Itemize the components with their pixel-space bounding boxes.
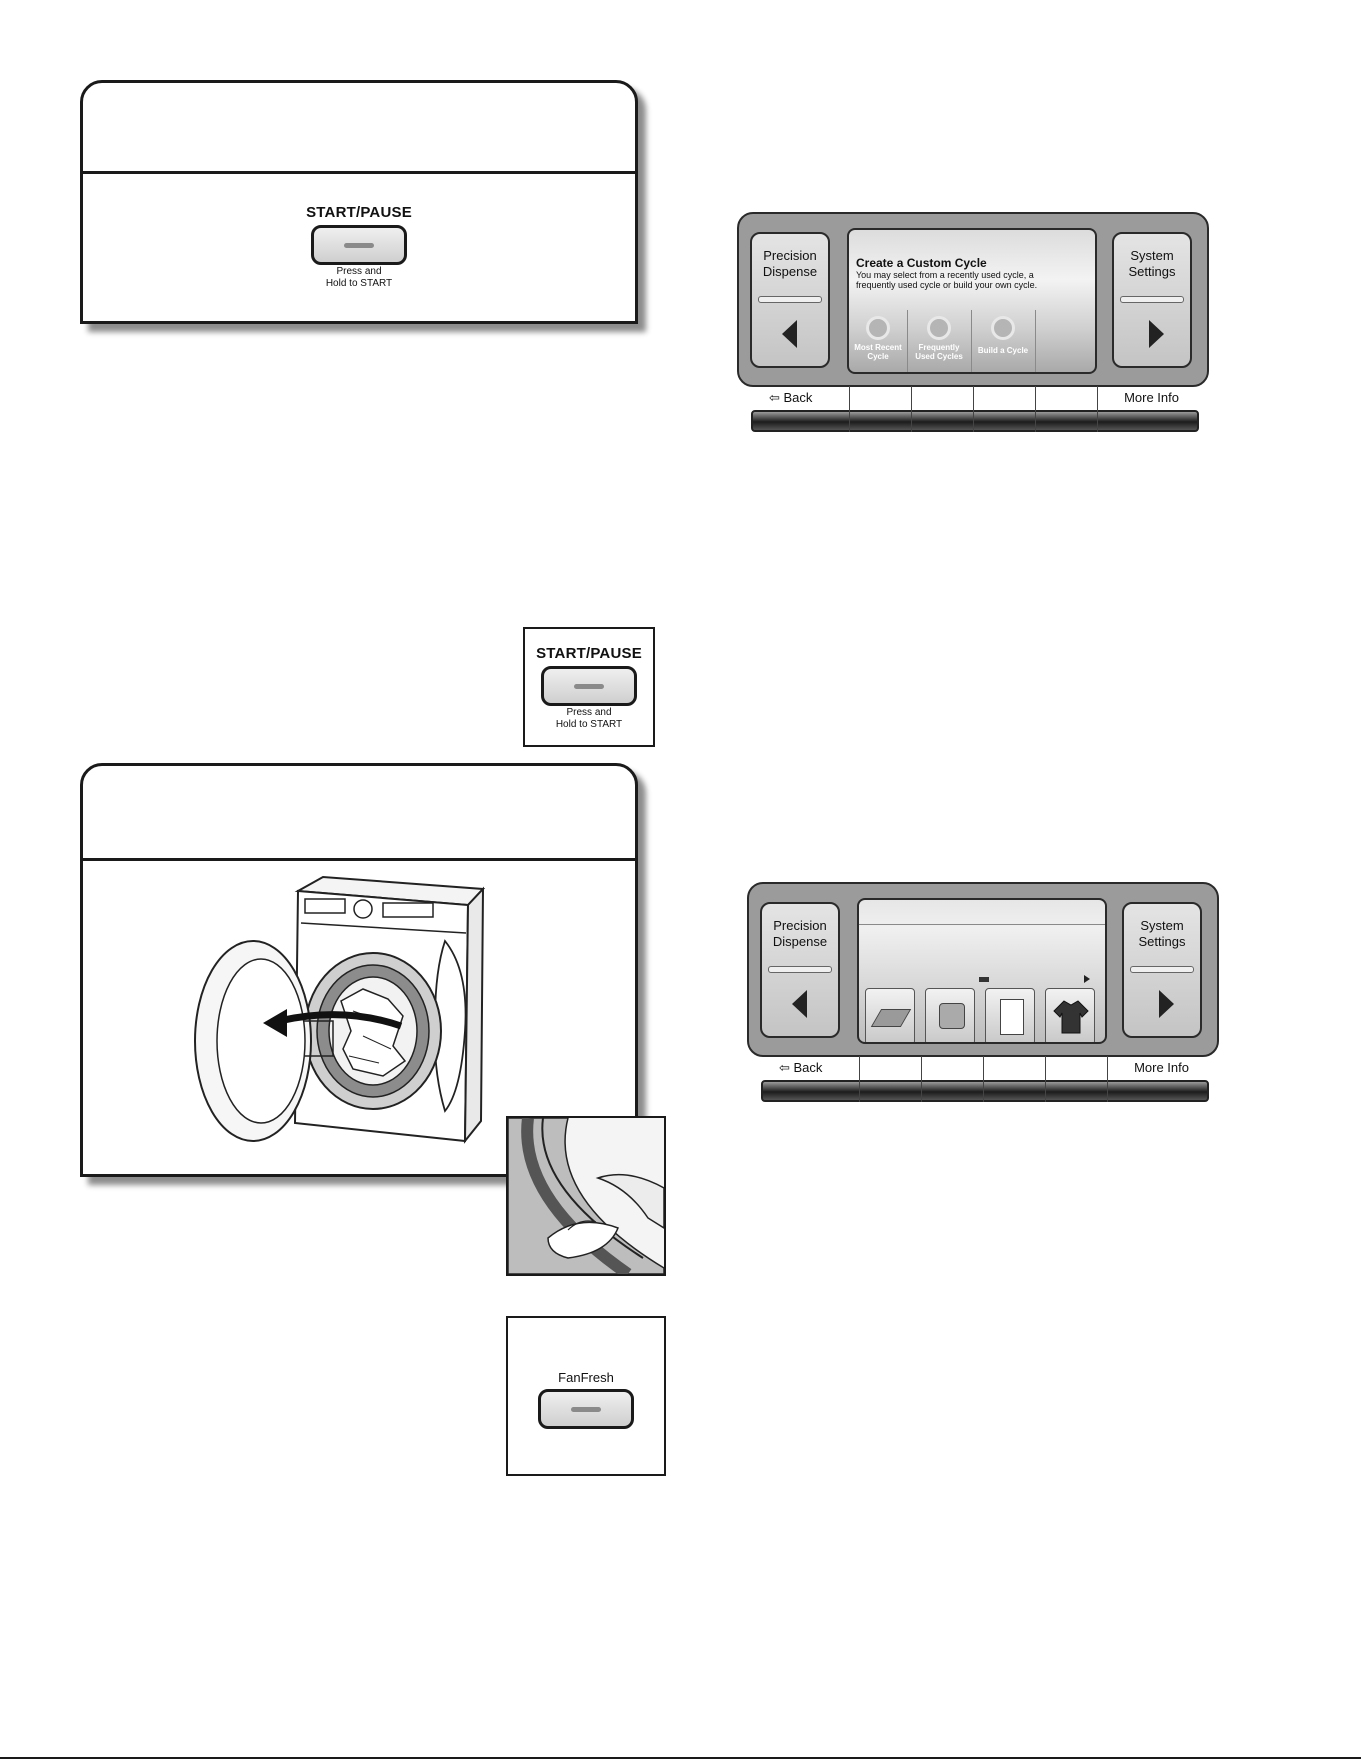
screen-description: You may select from a recently used cycl… (856, 270, 1038, 290)
right-arrow-icon (1149, 320, 1164, 348)
fanfresh-label: FanFresh (558, 1370, 614, 1385)
precision-dispense-label: Precision Dispense (762, 248, 818, 279)
start-pause-control: START/PAUSE Press and Hold to START (533, 645, 645, 730)
shirt-icon (1053, 1000, 1089, 1034)
sheet-icon (1000, 999, 1024, 1035)
start-pause-label: START/PAUSE (306, 204, 412, 221)
option-most-recent-cycle[interactable]: Most Recent Cycle (850, 316, 906, 362)
option-separator (971, 310, 972, 372)
nav-touch-strip (751, 410, 1199, 432)
system-settings-label: System Settings (1128, 248, 1176, 279)
fanfresh-button[interactable] (538, 1389, 634, 1429)
nav-divider (911, 386, 912, 432)
system-settings-label: System Settings (1138, 918, 1186, 949)
precision-dispense-button[interactable]: Precision Dispense (760, 902, 840, 1038)
option-separator (907, 310, 908, 372)
instruction-card-door (80, 763, 638, 1177)
build-cycle-icon (991, 316, 1015, 340)
heart-icon (866, 316, 890, 340)
washer-illustration (194, 875, 486, 1144)
page-indicator (979, 977, 989, 982)
gasket-cleaning-illustration (508, 1118, 664, 1274)
navigation-bar: ⇦ Back More Info (751, 386, 1199, 434)
more-info-button[interactable] (1107, 1056, 1209, 1102)
button-divider (1130, 966, 1194, 973)
press-hold-hint-line1: Press and (336, 266, 382, 277)
back-button[interactable] (751, 386, 849, 432)
nav-divider (983, 1056, 984, 1102)
card-header (83, 83, 635, 174)
option-separator (1035, 310, 1036, 372)
precision-dispense-label: Precision Dispense (772, 918, 828, 949)
fanfresh-callout: FanFresh (506, 1316, 666, 1476)
start-pause-button[interactable] (541, 666, 637, 706)
system-settings-button[interactable]: System Settings (1112, 232, 1192, 368)
press-hold-hint-line2: Hold to START (555, 719, 623, 730)
console-panel-cycle-select: Precision Dispense System Settings (747, 882, 1221, 1108)
press-hold-hint-line1: Press and (566, 707, 612, 718)
start-pause-callout: START/PAUSE Press and Hold to START (523, 627, 655, 747)
cycle-tile-shirt[interactable] (1045, 975, 1095, 1042)
option-frequently-used-cycles[interactable]: Frequently Used Cycles (911, 316, 967, 362)
nav-divider (1035, 386, 1036, 432)
gear-icon (927, 316, 951, 340)
nav-touch-strip (761, 1080, 1209, 1102)
towels-icon (870, 1009, 912, 1027)
more-info-button[interactable] (1097, 386, 1199, 432)
back-arrow-icon: ⇦ (779, 1060, 794, 1075)
bulky-item-icon (939, 1003, 965, 1029)
cycle-tile-bulky[interactable] (925, 988, 975, 1042)
nav-divider (921, 1056, 922, 1102)
button-divider (768, 966, 832, 973)
back-label: ⇦ Back (779, 1060, 823, 1075)
nav-divider (973, 386, 974, 432)
nav-divider (1097, 386, 1098, 432)
card-header (83, 766, 635, 861)
fanfresh-control: FanFresh (530, 1370, 642, 1429)
press-hold-hint-line2: Hold to START (325, 278, 393, 289)
precision-dispense-button[interactable]: Precision Dispense (750, 232, 830, 368)
nav-divider (1107, 1056, 1108, 1102)
system-settings-button[interactable]: System Settings (1122, 902, 1202, 1038)
footer-rule (0, 1757, 1361, 1759)
touch-screen[interactable]: Create a Custom Cycle You may select fro… (847, 228, 1097, 374)
screen-title: Create a Custom Cycle (856, 256, 987, 270)
nav-divider (849, 386, 850, 432)
more-info-label: More Info (1134, 1060, 1189, 1075)
start-pause-label: START/PAUSE (536, 645, 642, 662)
left-arrow-icon (782, 320, 797, 348)
cycle-tile-sheets[interactable] (985, 988, 1035, 1042)
option-build-a-cycle[interactable]: Build a Cycle (975, 316, 1031, 362)
left-arrow-icon (792, 990, 807, 1018)
gasket-closeup (506, 1116, 666, 1276)
nav-divider (859, 1056, 860, 1102)
button-divider (758, 296, 822, 303)
more-info-label: More Info (1124, 390, 1179, 405)
back-arrow-icon: ⇦ (769, 390, 784, 405)
cycle-tile-towels[interactable] (865, 988, 915, 1042)
play-arrow-icon (1084, 975, 1090, 983)
navigation-bar: ⇦ Back More Info (761, 1056, 1209, 1104)
right-arrow-icon (1159, 990, 1174, 1018)
back-button[interactable] (761, 1056, 859, 1102)
start-pause-control: START/PAUSE Press and Hold to START (303, 204, 415, 289)
button-divider (1120, 296, 1184, 303)
back-label: ⇦ Back (769, 390, 813, 405)
console-panel-custom-cycle: Precision Dispense Create a Custom Cycle… (737, 212, 1211, 440)
screen-header-divider (859, 924, 1105, 925)
start-pause-button[interactable] (311, 225, 407, 265)
instruction-card-start: START/PAUSE Press and Hold to START (80, 80, 638, 324)
nav-divider (1045, 1056, 1046, 1102)
touch-screen[interactable] (857, 898, 1107, 1044)
